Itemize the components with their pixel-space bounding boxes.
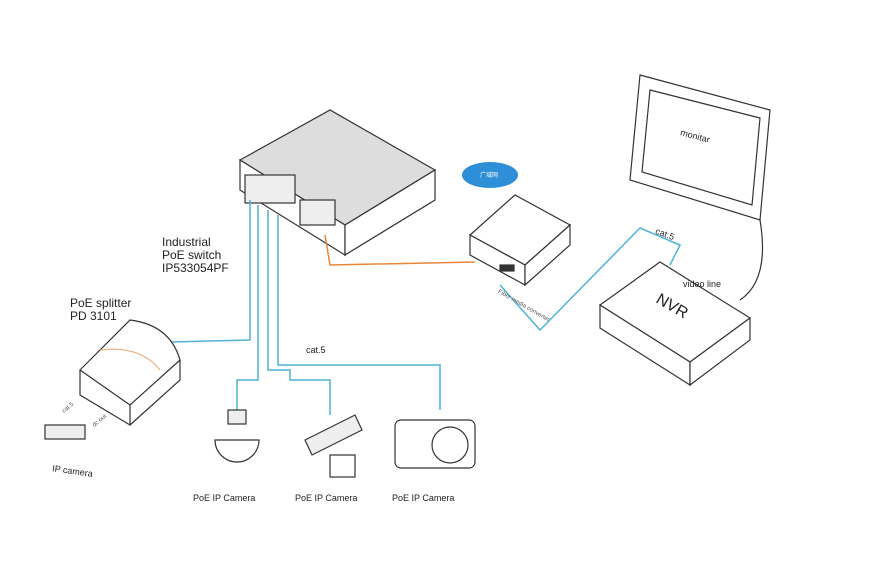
nvr — [598, 261, 752, 387]
video-line-label: video line — [683, 279, 722, 289]
camera-label-2: PoE IP Camera — [295, 493, 358, 503]
camera-label-1: PoE IP Camera — [193, 493, 256, 503]
cable-fiber — [324, 234, 476, 266]
cable-cam3 — [277, 215, 441, 410]
cable-nvr — [499, 227, 682, 332]
splitter-label-1: PoE splitter — [70, 296, 132, 310]
switch-label-3: IP533054PF — [162, 261, 229, 275]
dslr-camera — [394, 419, 476, 469]
bullet-camera — [304, 414, 363, 478]
cloud-icon — [462, 162, 518, 188]
media-converter — [468, 194, 572, 287]
monitor — [629, 74, 771, 301]
camera-label-3: PoE IP Camera — [392, 493, 455, 503]
cat5-label: cat.5 — [306, 345, 326, 355]
cloud-label: 广域网 — [480, 173, 499, 179]
cable-cam2 — [267, 210, 331, 415]
cable-cam1 — [236, 205, 259, 410]
splitter-label-2: PD 3101 — [70, 309, 117, 323]
switch-label-1: Industrial — [162, 235, 211, 249]
poe-splitter — [79, 319, 181, 427]
dome-camera — [214, 409, 260, 463]
cable-splitter — [169, 200, 251, 343]
switch-label-2: PoE switch — [162, 248, 222, 262]
poe-switch — [238, 109, 437, 257]
ip-camera-small — [44, 424, 86, 440]
